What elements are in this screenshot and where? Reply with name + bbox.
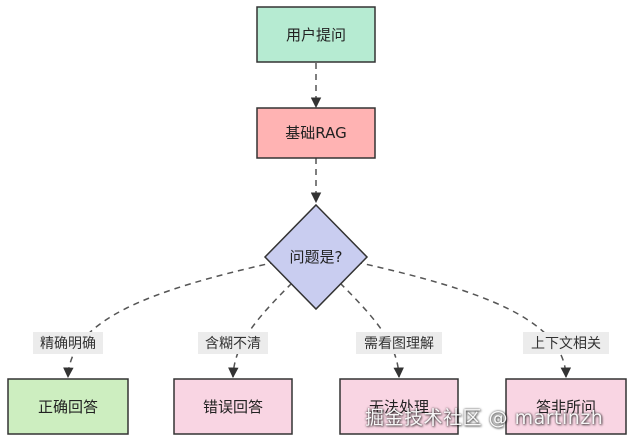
edge-decision-to-cannot-handle — [339, 282, 404, 379]
edge-label-precise: 精确明确 — [33, 332, 103, 354]
edge-decision-to-correct-answer — [63, 261, 277, 379]
node-basic-rag-label: 基础RAG — [285, 124, 346, 142]
edge-label-vague-text: 含糊不清 — [205, 336, 261, 352]
edges-layer — [63, 63, 572, 379]
node-user-question: 用户提问 — [256, 6, 376, 63]
edge-label-needs-image: 需看图理解 — [356, 332, 442, 354]
node-wrong-answer-label: 错误回答 — [203, 398, 263, 416]
edge-label-context-text: 上下文相关 — [531, 336, 601, 352]
node-correct-answer-label: 正确回答 — [38, 398, 98, 416]
node-decision: 问题是? — [263, 203, 369, 311]
node-correct-answer: 正确回答 — [7, 378, 129, 435]
node-basic-rag: 基础RAG — [256, 107, 376, 159]
edge-decision-to-wrong-answer — [228, 282, 293, 379]
nodes-layer: 用户提问 基础RAG 问题是? 正确回答 错误回答 无法处理 — [7, 6, 627, 435]
node-cannot-handle: 无法处理 — [339, 378, 459, 435]
edge-label-vague: 含糊不清 — [198, 332, 268, 354]
node-irrelevant-answer-label: 答非所问 — [536, 398, 596, 416]
watermark: 掘金技术社区 @ martinzh — [365, 407, 604, 429]
node-decision-label: 问题是? — [290, 248, 343, 266]
node-irrelevant-answer: 答非所问 — [505, 378, 627, 435]
edge-label-precise-text: 精确明确 — [40, 336, 96, 352]
node-user-question-label: 用户提问 — [286, 26, 346, 44]
edge-label-needs-image-text: 需看图理解 — [364, 336, 434, 352]
edge-decision-to-irrelevant-answer — [355, 261, 572, 379]
edge-label-context: 上下文相关 — [523, 332, 609, 354]
edge-labels-layer: 精确明确 含糊不清 需看图理解 上下文相关 — [33, 332, 609, 354]
node-cannot-handle-label: 无法处理 — [369, 398, 429, 416]
node-wrong-answer: 错误回答 — [173, 378, 293, 435]
